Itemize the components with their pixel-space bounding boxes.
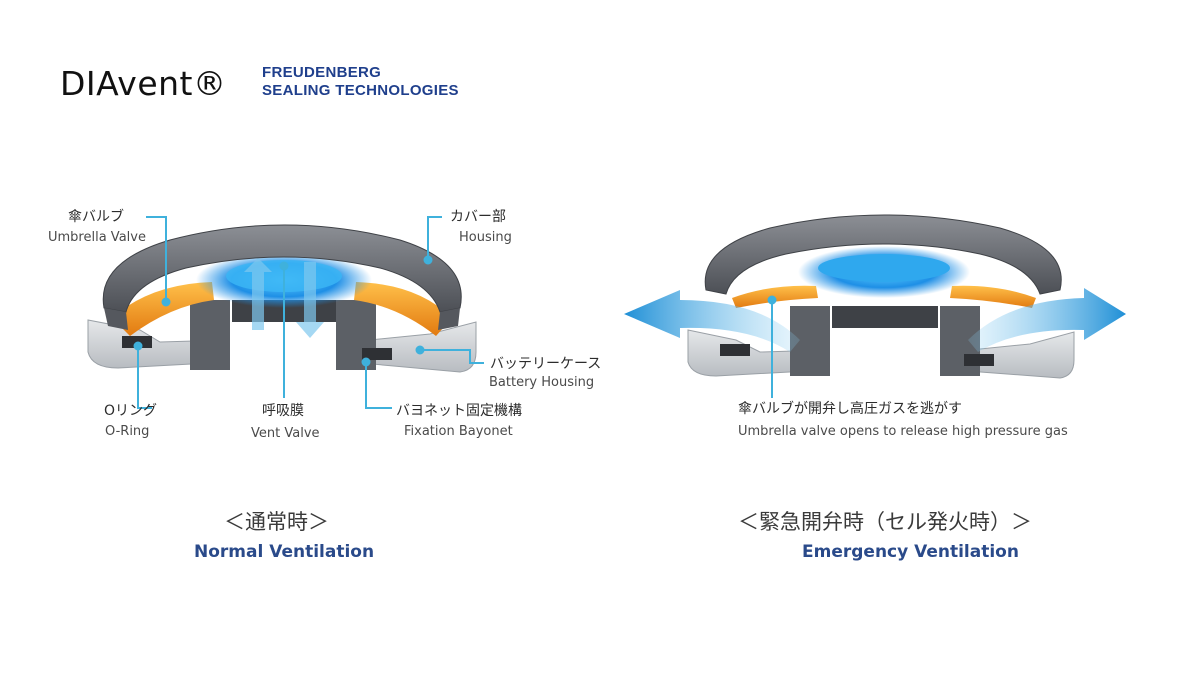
- company-name-line2: SEALING TECHNOLOGIES: [262, 82, 459, 99]
- umbrella-opens-label-en: Umbrella valve opens to release high pre…: [738, 424, 1068, 439]
- housing-label-jp: カバー部: [450, 209, 506, 225]
- normal-caption-jp: ＜通常時＞: [224, 510, 329, 534]
- housing-label-en: Housing: [459, 230, 512, 245]
- normal-vent-cutaway: [87, 224, 477, 373]
- o-ring-label-en: O-Ring: [105, 424, 150, 439]
- umbrella-valve-label-en: Umbrella Valve: [48, 230, 146, 245]
- o-ring-label-jp: Oリング: [104, 403, 158, 419]
- fixation-bayonet-label-en: Fixation Bayonet: [404, 424, 513, 439]
- product-name: DIAvent®: [60, 64, 227, 103]
- battery-housing-label-en: Battery Housing: [489, 375, 595, 390]
- normal-caption-en: Normal Ventilation: [194, 542, 375, 562]
- emergency-caption-en: Emergency Ventilation: [802, 542, 1019, 562]
- vent-valve-label-en: Vent Valve: [251, 426, 320, 441]
- vent-valve-label-jp: 呼吸膜: [262, 403, 304, 419]
- left-release-arrow: [624, 290, 800, 352]
- normal-leader-lines: [133, 216, 484, 409]
- battery-housing-label-jp: バッテリーケース: [490, 356, 602, 372]
- emergency-leader-line: [767, 295, 777, 398]
- right-release-arrow: [968, 288, 1126, 352]
- company-name-line1: FREUDENBERG: [262, 64, 382, 81]
- umbrella-opens-label-jp: 傘バルブが開弁し高圧ガスを逃がす: [738, 401, 962, 417]
- umbrella-valve-label-jp: 傘バルブ: [68, 209, 124, 225]
- emergency-vent-cutaway: [624, 214, 1126, 379]
- emergency-caption-jp: ＜緊急開弁時（セル発火時）＞: [738, 510, 1032, 534]
- fixation-bayonet-label-jp: バヨネット固定機構: [396, 403, 522, 419]
- company-logo: FREUDENBERG SEALING TECHNOLOGIES: [262, 64, 459, 100]
